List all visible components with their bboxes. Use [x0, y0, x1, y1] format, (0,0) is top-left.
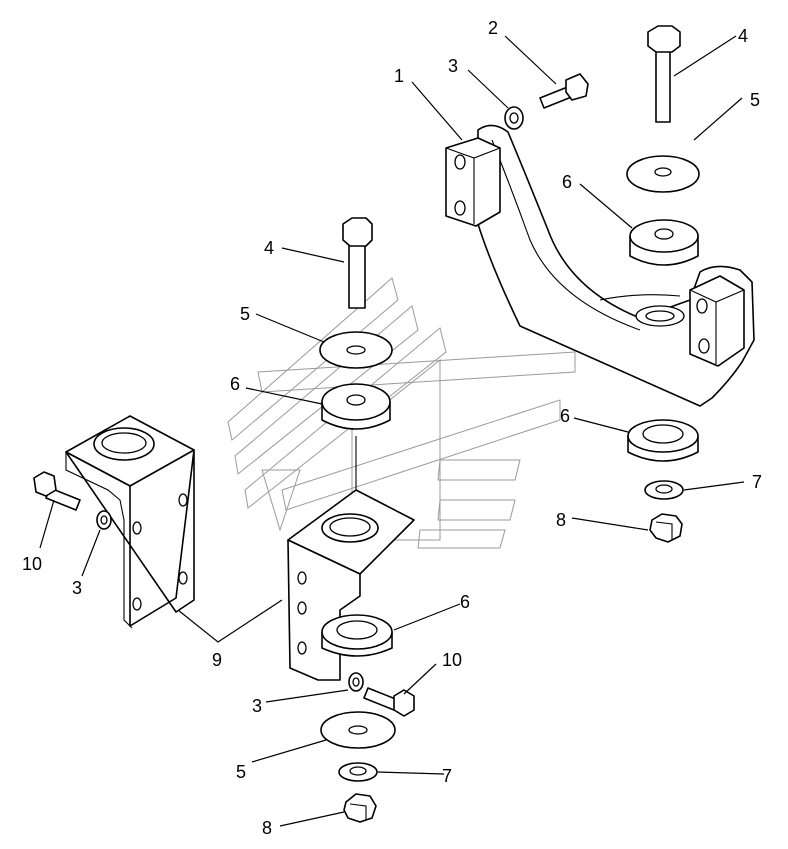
leader-lines [39, 35, 745, 827]
callout-6-center-top: 6 [230, 374, 240, 394]
callout-8-right: 8 [556, 510, 566, 530]
bushing-6-center-top [321, 383, 391, 430]
callout-numbers: 1 2 3 3 3 4 4 5 5 5 6 6 6 6 7 7 8 8 9 10… [22, 18, 762, 838]
callout-1: 1 [394, 66, 404, 86]
callout-8-bottom: 8 [262, 818, 272, 838]
callout-7-bottom: 7 [442, 766, 452, 786]
bushing-6-center-bottom [321, 614, 393, 657]
washer-7-right [644, 480, 684, 500]
callout-2: 2 [488, 18, 498, 38]
washer-3-center [348, 672, 364, 692]
callout-5-right: 5 [750, 90, 760, 110]
callout-3-center: 3 [252, 696, 262, 716]
callout-6-center-bottom: 6 [460, 592, 470, 612]
bolt-10-left [33, 471, 81, 511]
bolt-2 [539, 73, 589, 109]
mount-bracket-9-center [287, 489, 415, 681]
bolt-4-right [647, 25, 681, 123]
nut-8-bottom [343, 793, 377, 823]
upper-bracket [445, 124, 755, 407]
bushing-6-right-top [629, 219, 699, 266]
callout-6-right-top: 6 [562, 172, 572, 192]
bushing-6-right-bottom [627, 419, 699, 462]
washer-7-bottom [338, 762, 378, 782]
bolt-4-center [342, 217, 373, 309]
callout-3-top: 3 [448, 56, 458, 76]
callout-10-center: 10 [442, 650, 462, 670]
washer-5-right [626, 155, 700, 193]
callout-5-bottom: 5 [236, 762, 246, 782]
callout-3-left: 3 [72, 578, 82, 598]
callout-9: 9 [212, 650, 222, 670]
bolt-10-center [363, 687, 415, 717]
washer-5-bottom [320, 711, 396, 749]
callout-7-right: 7 [752, 472, 762, 492]
callout-5-center: 5 [240, 304, 250, 324]
nut-8-right [649, 513, 683, 543]
callout-10-left: 10 [22, 554, 42, 574]
washer-5-center [319, 331, 393, 369]
mount-bracket-9-left [65, 415, 195, 629]
callout-4-right: 4 [738, 26, 748, 46]
washer-3-top [504, 106, 524, 130]
washer-3-left [96, 510, 112, 530]
callout-4-center: 4 [264, 238, 274, 258]
callout-6-right-bottom: 6 [560, 406, 570, 426]
